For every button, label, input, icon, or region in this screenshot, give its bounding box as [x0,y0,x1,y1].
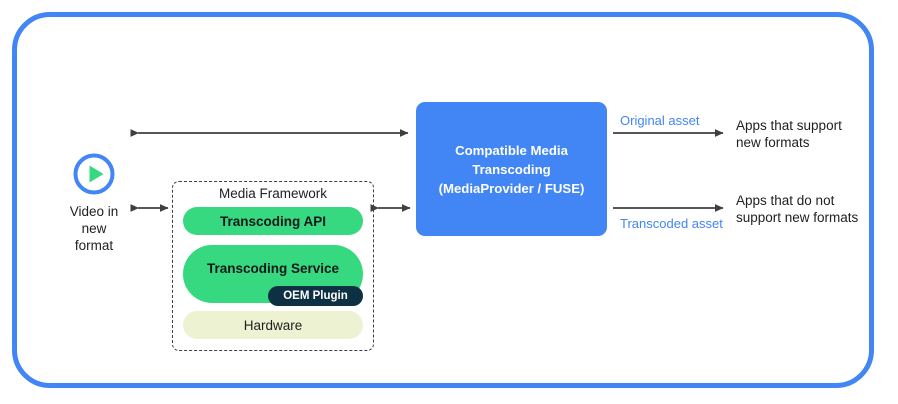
label-transcoded-asset: Transcoded asset [620,216,723,231]
play-circle-icon [72,152,116,196]
media-framework-box [172,181,374,351]
label-original-asset: Original asset [620,113,700,128]
label-apps-not-supporting: Apps that do not support new formats [736,193,859,225]
layer-hardware[interactable]: Hardware [183,311,363,339]
compatible-media-transcoding-box[interactable]: Compatible Media Transcoding (MediaProvi… [416,102,607,236]
oem-plugin-badge[interactable]: OEM Plugin [268,286,363,306]
media-framework-title: Media Framework [218,186,328,201]
layer-transcoding-api[interactable]: Transcoding API [183,207,363,235]
video-source-caption: Video in new format [69,204,119,253]
outer-frame [12,12,874,388]
label-apps-supporting: Apps that support new formats [736,118,842,150]
